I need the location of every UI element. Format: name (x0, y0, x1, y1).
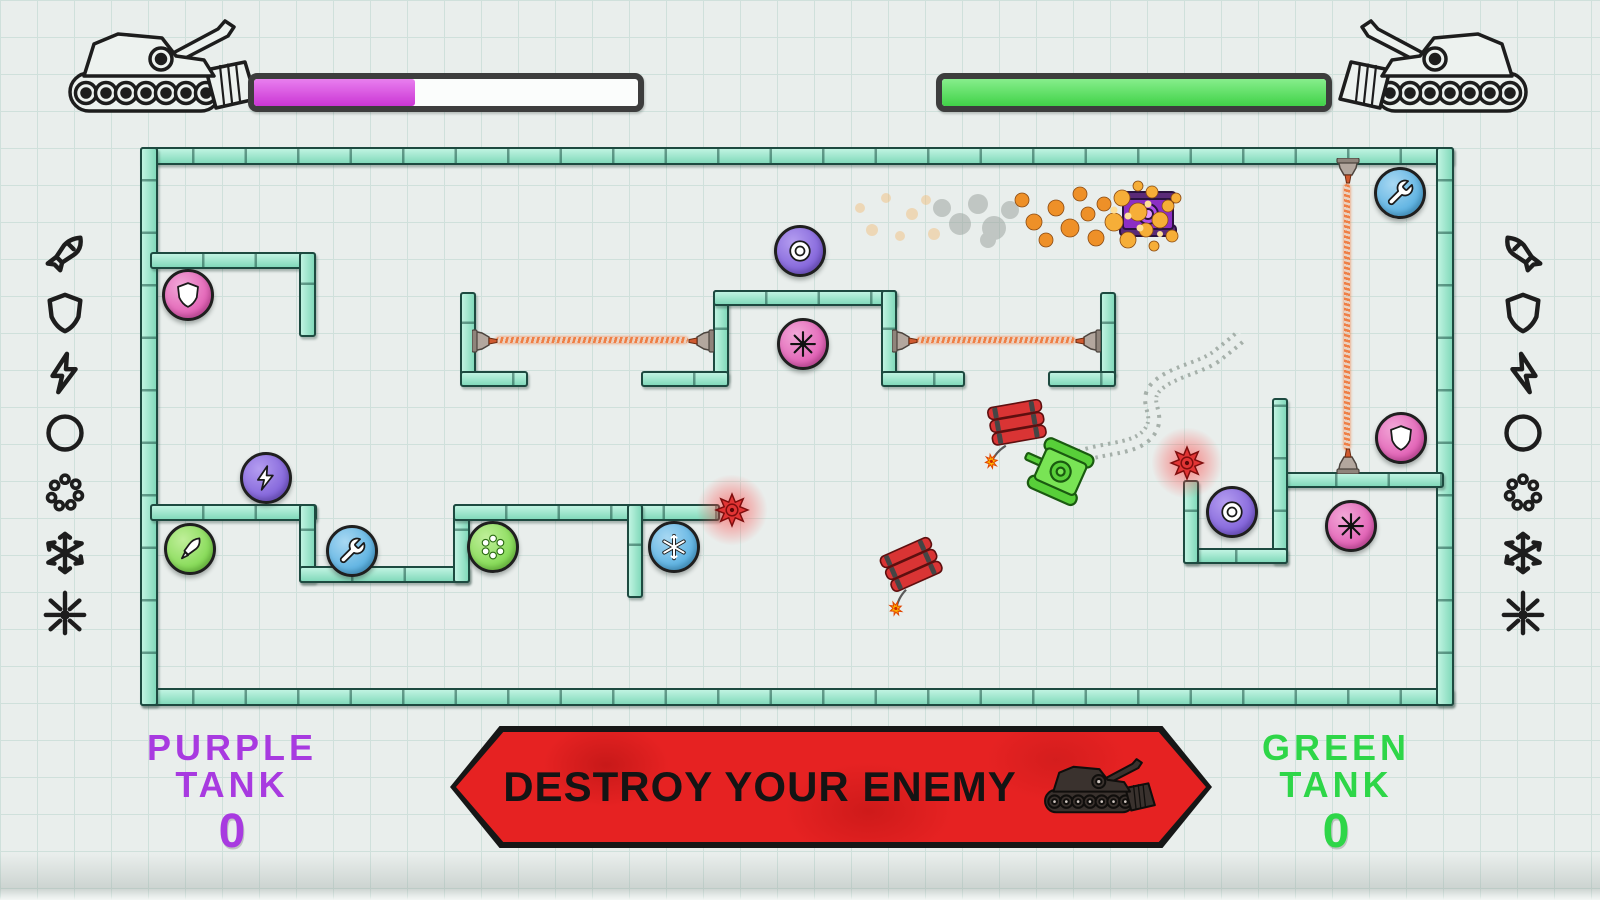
laser-beam (496, 337, 688, 343)
powerup-lightning (240, 452, 292, 504)
wall (460, 371, 528, 387)
laser-emitter (892, 329, 920, 353)
laser-beam (1344, 184, 1350, 450)
green-tank-trail (1055, 329, 1248, 474)
rocket-icon (181, 537, 201, 560)
rocket-icon (1498, 228, 1548, 278)
wall (299, 566, 470, 583)
powerup-wrench (326, 525, 378, 577)
purple-team-name-line2: TANK (175, 763, 289, 805)
wall (641, 371, 729, 387)
rocket-icon (40, 228, 90, 278)
purple-tank-avatar (58, 14, 258, 119)
wrench-icon (339, 537, 366, 564)
tnt-bundle (973, 394, 1067, 474)
purple-tank-explosion (850, 180, 1182, 252)
burst-icon (1338, 513, 1364, 539)
green-health-fill (942, 79, 1326, 106)
lightning-icon (257, 465, 274, 491)
powerup-legend-left (40, 228, 90, 638)
wall (1283, 472, 1444, 488)
wall (713, 290, 897, 306)
laser-beam (917, 337, 1075, 343)
wall (1048, 371, 1116, 387)
burst-icon (40, 588, 90, 638)
shield-icon (1498, 288, 1548, 338)
wall (453, 504, 720, 521)
lightning-icon (40, 348, 90, 398)
green-score: 0 (1322, 805, 1350, 858)
purple-score: 0 (218, 805, 246, 858)
purple-health-fill (254, 79, 416, 106)
green-tank (1012, 428, 1102, 512)
objective-banner: DESTROY YOUR ENEMY (450, 726, 1212, 848)
lightning-icon (1498, 348, 1548, 398)
green-tank-avatar (1338, 14, 1538, 119)
green-team-name-line1: GREEN (1261, 727, 1411, 768)
circle-icon (40, 408, 90, 458)
wall (140, 147, 1454, 165)
ring-icon (789, 240, 811, 262)
dots-icon (481, 534, 505, 560)
laser-emitter (1336, 446, 1360, 474)
tnt-bundle (865, 528, 969, 622)
laser-emitter (1336, 158, 1360, 186)
powerup-shield (162, 269, 214, 321)
green-team-name-line2: TANK (1279, 763, 1393, 805)
purple-health-bar (248, 73, 644, 112)
wall (1100, 292, 1116, 376)
wall (713, 290, 729, 382)
shield-icon (177, 282, 199, 308)
snowflake-icon (662, 533, 686, 561)
shield-icon (1390, 425, 1412, 451)
dots-icon (40, 468, 90, 518)
banner-tank-icon (1038, 742, 1156, 830)
wall (627, 504, 643, 598)
purple-team-label: PURPLE TANK (122, 727, 342, 805)
snowflake-icon (1498, 528, 1548, 578)
powerup-burst (1325, 500, 1377, 552)
green-health-bar (936, 73, 1332, 112)
laser-emitter (1073, 329, 1101, 353)
powerup-legend-right (1498, 228, 1548, 638)
green-team-label: GREEN TANK (1226, 727, 1446, 805)
powerup-ring (774, 225, 826, 277)
wall (150, 252, 314, 269)
powerup-wrench (1374, 167, 1426, 219)
objective-banner-text: DESTROY YOUR ENEMY (503, 763, 1017, 810)
powerup-burst (777, 318, 829, 370)
wall (140, 688, 1454, 706)
dots-icon (1498, 468, 1548, 518)
shield-icon (40, 288, 90, 338)
wall (1272, 398, 1288, 564)
wall (299, 504, 316, 583)
wall (140, 147, 158, 706)
powerup-snowflake (648, 521, 700, 573)
wall (1183, 480, 1199, 564)
powerup-rocket (164, 523, 216, 575)
laser-emitter (686, 329, 714, 353)
snowflake-icon (40, 528, 90, 578)
laser-emitter (472, 329, 500, 353)
burst-icon (790, 331, 816, 357)
wall (299, 252, 316, 337)
mine (696, 474, 768, 546)
wrench-icon (1387, 179, 1414, 206)
mine (1151, 427, 1223, 499)
burst-icon (1498, 588, 1548, 638)
wall (1436, 147, 1454, 706)
purple-team-name-line1: PURPLE (146, 727, 318, 768)
wall (150, 504, 317, 521)
powerup-dots (467, 521, 519, 573)
circle-icon (1498, 408, 1548, 458)
ring-icon (1221, 501, 1243, 523)
powerup-shield (1375, 412, 1427, 464)
wall (881, 371, 965, 387)
